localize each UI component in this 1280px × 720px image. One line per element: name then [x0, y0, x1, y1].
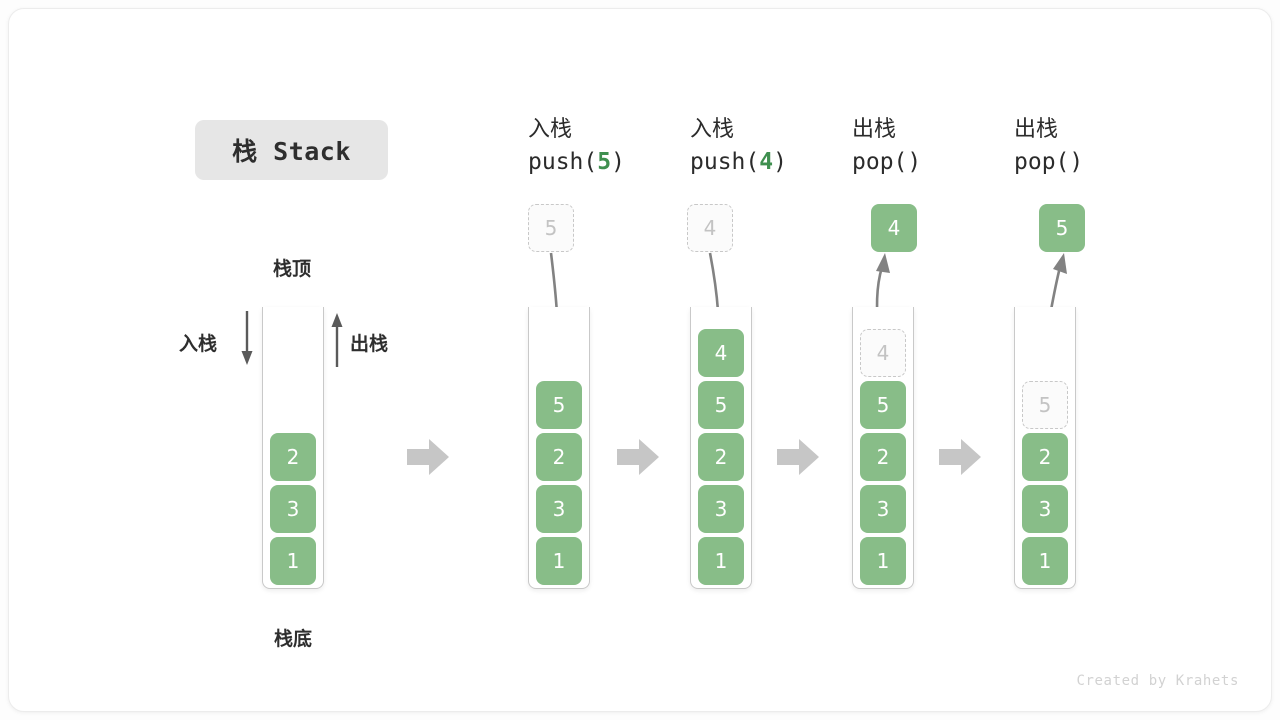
column-header-pop1: 出栈 pop() — [852, 115, 1002, 179]
stack-cell: 1 — [1022, 537, 1068, 585]
stack-top-label: 栈顶 — [272, 258, 311, 280]
column-header-cn: 入栈 — [528, 117, 573, 142]
transition-arrow — [407, 439, 449, 475]
code-pre: push( — [528, 149, 598, 175]
transition-arrow — [777, 439, 819, 475]
stack-cell: 2 — [270, 433, 316, 481]
stack-ghost-cell: 5 — [1022, 381, 1068, 429]
footer-credit: Created by Krahets — [1076, 673, 1239, 689]
stack-cell: 1 — [698, 537, 744, 585]
stack-cell: 4 — [698, 329, 744, 377]
stack-cell: 5 — [860, 381, 906, 429]
pop-side-label: 出栈 — [350, 333, 389, 355]
code-arg: 4 — [759, 149, 774, 175]
diagram-title: 栈 Stack — [195, 120, 388, 180]
stack-cell: 1 — [860, 537, 906, 585]
column-header-push5: 入栈 push(5) — [528, 115, 678, 179]
code-post: ) — [773, 149, 787, 175]
column-header-push4: 入栈 push(4) — [690, 115, 840, 179]
stack-cell: 3 — [860, 485, 906, 533]
column-header-code: push(5) — [528, 145, 678, 179]
code-arg: 5 — [597, 149, 612, 175]
floating-ghost-cell: 5 — [528, 204, 574, 252]
column-header-cn: 出栈 — [1014, 117, 1059, 142]
floating-popped-cell: 5 — [1039, 204, 1085, 252]
transition-arrow — [617, 439, 659, 475]
push-direction-arrow — [241, 311, 253, 365]
stack-bottom-label: 栈底 — [273, 628, 312, 650]
stack-cell: 2 — [1022, 433, 1068, 481]
column-header-pop2: 出栈 pop() — [1014, 115, 1164, 179]
code-pre: pop( — [852, 149, 908, 175]
stack-cell: 2 — [698, 433, 744, 481]
stack-cell: 1 — [270, 537, 316, 585]
code-post: ) — [611, 149, 625, 175]
floating-popped-cell: 4 — [871, 204, 917, 252]
stack-cell: 5 — [698, 381, 744, 429]
floating-ghost-cell: 4 — [687, 204, 733, 252]
column-header-code: pop() — [1014, 145, 1164, 179]
code-post: ) — [907, 149, 922, 175]
column-header-cn: 入栈 — [690, 117, 735, 142]
stack-cell: 5 — [536, 381, 582, 429]
column-header-code: pop() — [852, 145, 1002, 179]
transition-arrow — [939, 439, 981, 475]
stack-cell: 3 — [536, 485, 582, 533]
column-header-code: push(4) — [690, 145, 840, 179]
push-side-label: 入栈 — [179, 333, 218, 355]
code-pre: push( — [690, 149, 760, 175]
code-post: ) — [1069, 149, 1084, 175]
diagram-card: 栈 Stack 栈顶 入栈 出栈 2 3 1 栈底 入栈 push(5) 5 5… — [8, 8, 1272, 712]
stack-cell: 3 — [1022, 485, 1068, 533]
pop-direction-arrow — [331, 313, 343, 367]
column-header-cn: 出栈 — [852, 117, 897, 142]
stack-ghost-cell: 4 — [860, 329, 906, 377]
stack-cell: 3 — [270, 485, 316, 533]
stack-cell: 2 — [860, 433, 906, 481]
stack-cell: 3 — [698, 485, 744, 533]
stack-cell: 2 — [536, 433, 582, 481]
stack-cell: 1 — [536, 537, 582, 585]
code-pre: pop( — [1014, 149, 1070, 175]
